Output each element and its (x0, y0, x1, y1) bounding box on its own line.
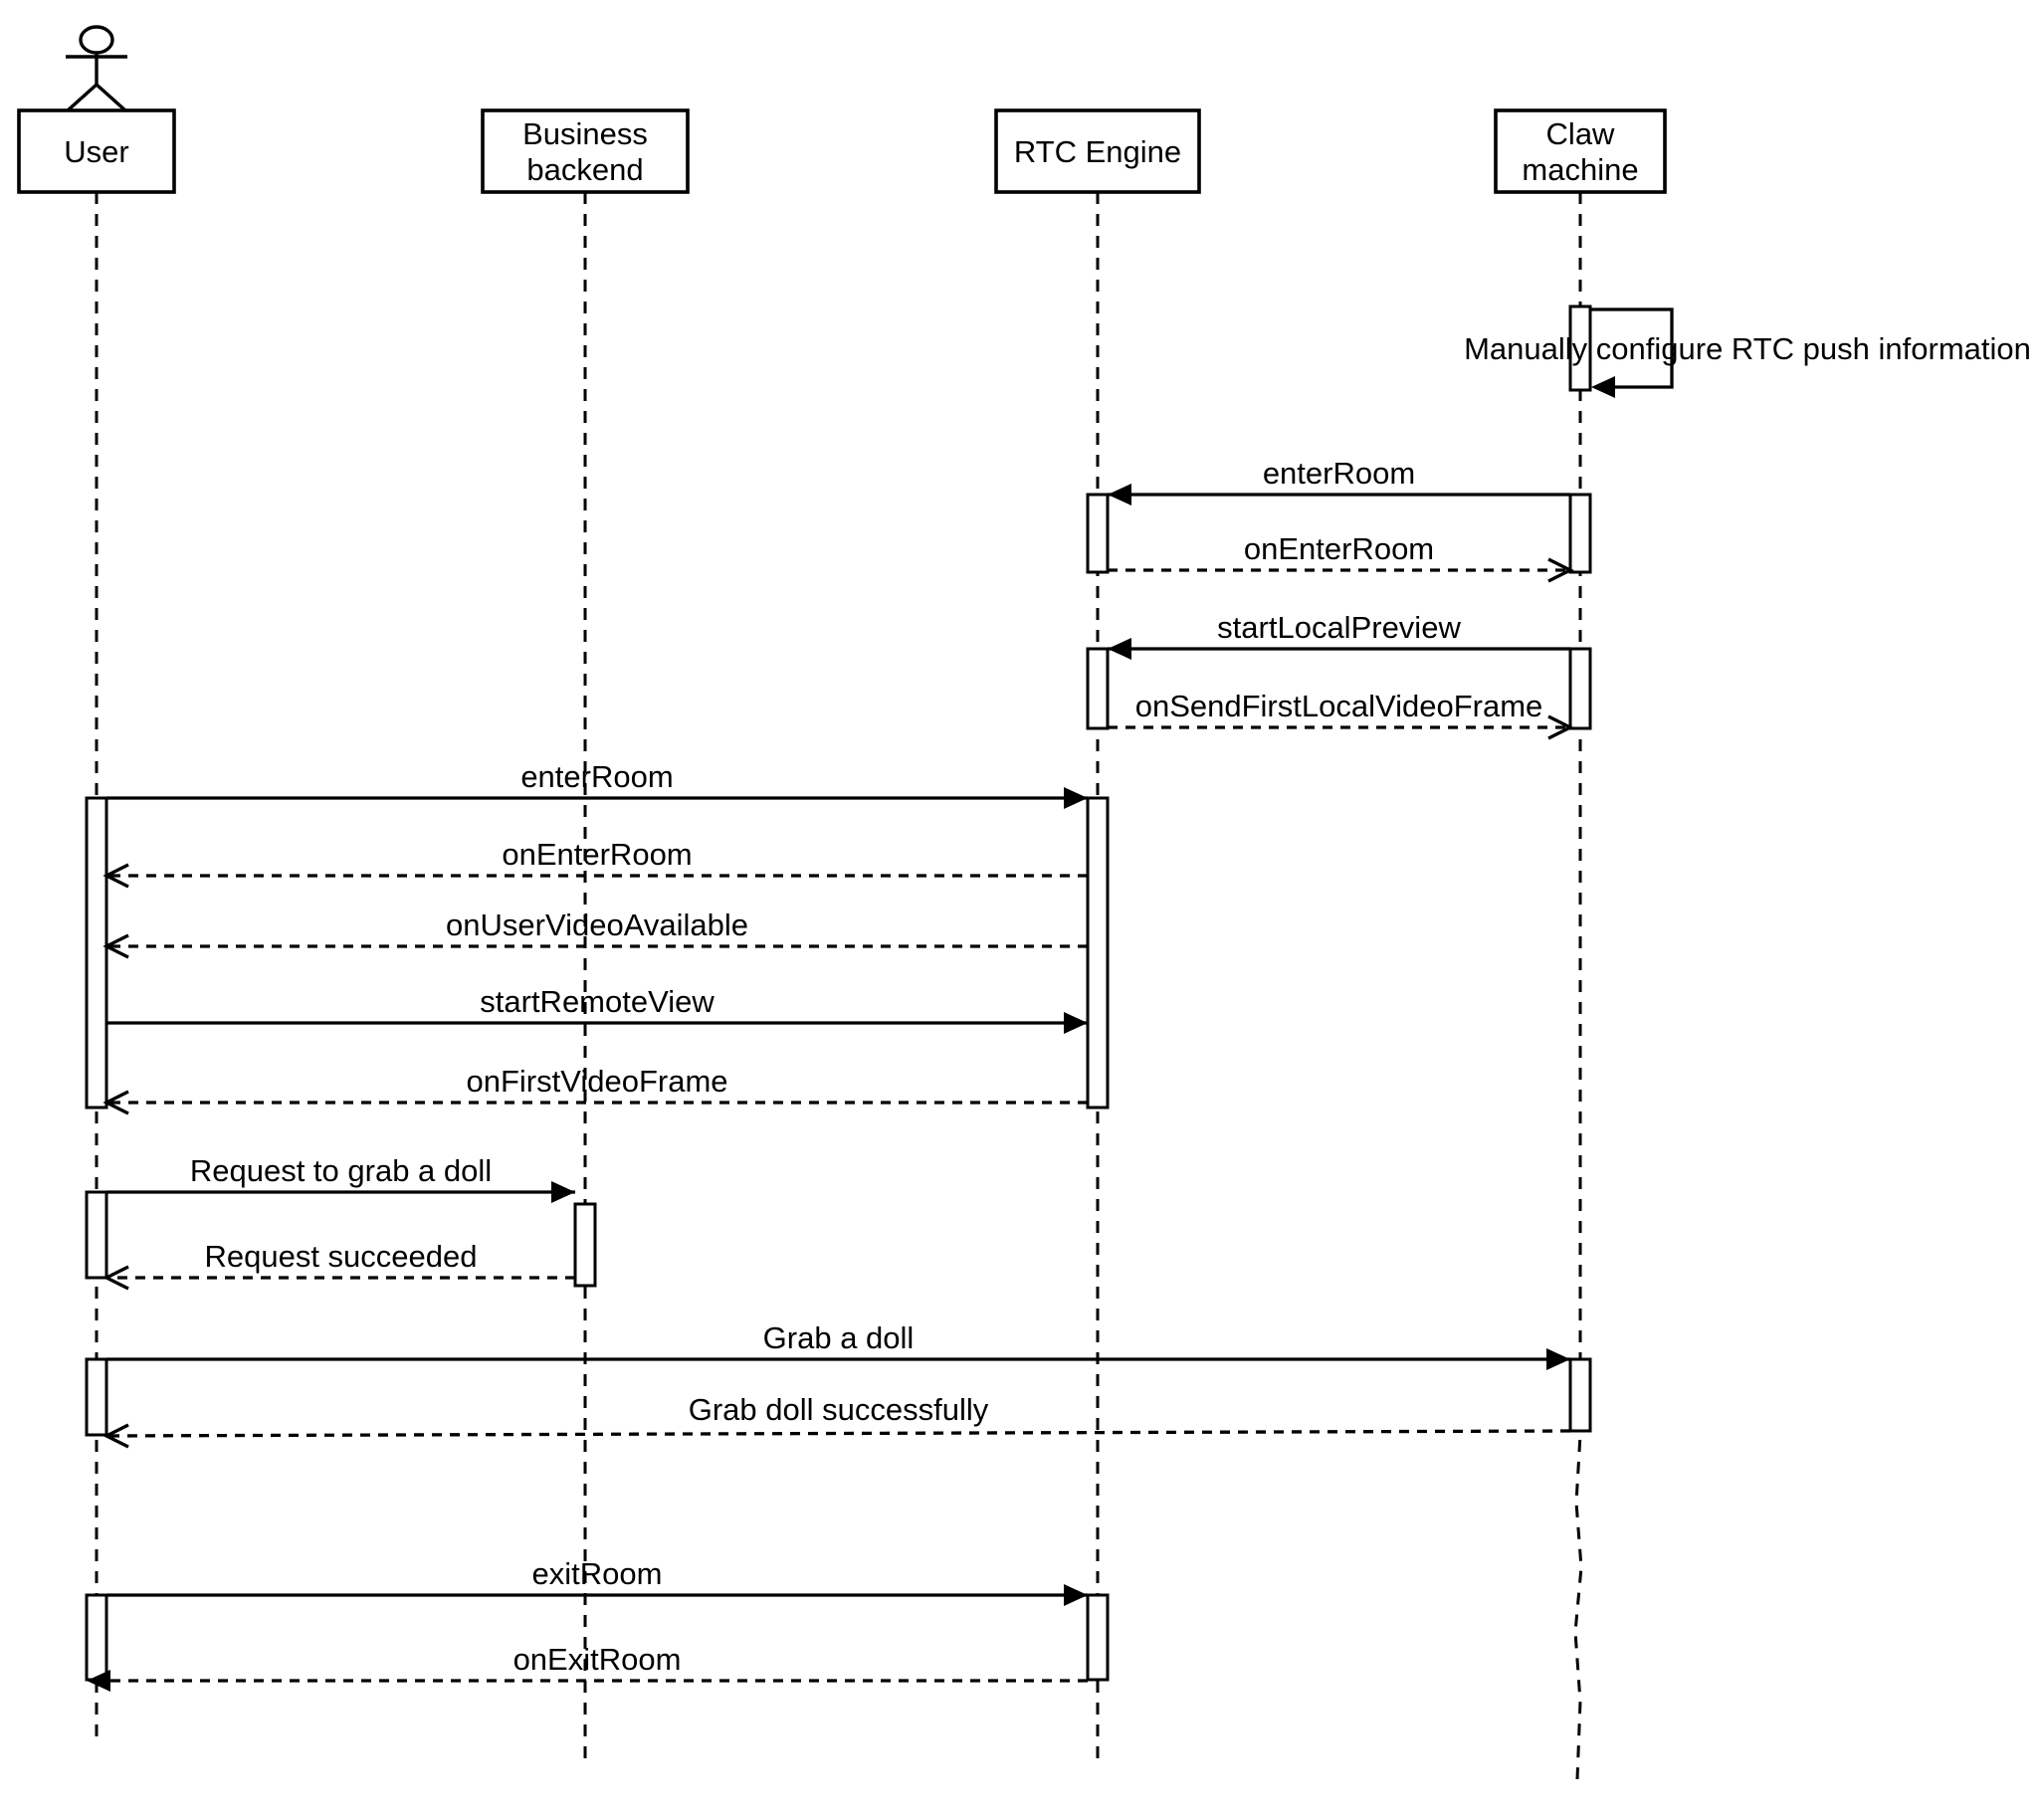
message-arrowhead-open (102, 933, 129, 959)
self-message-arrowhead (1591, 376, 1615, 398)
message-arrowhead-open (1547, 714, 1574, 740)
message-arrowhead (1108, 638, 1131, 660)
message-label: Request to grab a doll (190, 1153, 492, 1188)
message-label: onUserVideoAvailable (446, 908, 748, 942)
message-arrowhead (1064, 1012, 1088, 1034)
message-arrowhead (87, 1670, 110, 1692)
activation-bar-claw (1568, 647, 1592, 730)
message-arrowhead-open (1547, 557, 1574, 583)
lifeline-claw (1573, 192, 1583, 1780)
activation-bar-claw (1568, 493, 1592, 574)
activation-bar-claw (1568, 1357, 1592, 1433)
message-arrowhead (1546, 1348, 1570, 1370)
participant-label-rtc: RTC Engine (1014, 134, 1181, 169)
message-arrowhead-open (102, 1423, 129, 1449)
actor-icon-head (79, 25, 114, 55)
self-message-line (1590, 307, 1674, 389)
message-label: startLocalPreview (1217, 610, 1461, 645)
activation-bar-rtc (1086, 1593, 1110, 1682)
message-label: startRemoteView (480, 984, 715, 1019)
participant-box-user (17, 108, 176, 194)
message-arrowhead-open (102, 1265, 129, 1291)
activation-bar-user (85, 1357, 108, 1437)
participant-label-claw: Claw (1546, 116, 1616, 151)
message-label: enterRoom (1263, 456, 1415, 491)
message-line (105, 1429, 1571, 1438)
message-label: onEnterRoom (1244, 531, 1434, 566)
message-label: Grab a doll (763, 1320, 915, 1355)
actor-icon-leg-left (66, 83, 99, 112)
activation-bar-rtc (1086, 493, 1110, 574)
message-label: onSendFirstLocalVideoFrame (1135, 689, 1543, 723)
message-arrowhead-open (102, 1090, 129, 1115)
message-arrowhead-open (102, 863, 129, 889)
participant-label-claw: machine (1522, 152, 1638, 187)
activation-bar-user (85, 1190, 108, 1280)
message-arrowhead (551, 1181, 575, 1203)
activation-bar-backend (573, 1202, 597, 1288)
participant-label-backend: backend (526, 152, 643, 187)
message-label: onFirstVideoFrame (466, 1064, 727, 1099)
message-arrowhead (1064, 787, 1088, 809)
message-label: onExitRoom (513, 1642, 682, 1677)
activation-bar-claw (1568, 304, 1592, 392)
activation-bar-user (85, 1593, 108, 1682)
activation-bar-rtc (1086, 796, 1110, 1110)
message-label: exitRoom (532, 1556, 663, 1591)
participant-box-claw (1494, 108, 1667, 194)
activation-bar-rtc (1086, 647, 1110, 730)
message-label: Manually configure RTC push information (1464, 331, 2031, 366)
actor-icon-leg-right (95, 83, 127, 112)
message-label: onEnterRoom (502, 837, 692, 872)
participant-box-backend (481, 108, 690, 194)
message-arrowhead (1108, 484, 1131, 505)
participant-label-user: User (64, 134, 128, 169)
message-label: Grab doll successfully (689, 1392, 989, 1427)
message-arrowhead (1064, 1584, 1088, 1606)
message-label: enterRoom (520, 759, 673, 794)
activation-bar-user (85, 796, 108, 1110)
participant-label-backend: Business (522, 116, 648, 151)
participant-box-rtc (994, 108, 1201, 194)
message-label: Request succeeded (204, 1239, 477, 1274)
